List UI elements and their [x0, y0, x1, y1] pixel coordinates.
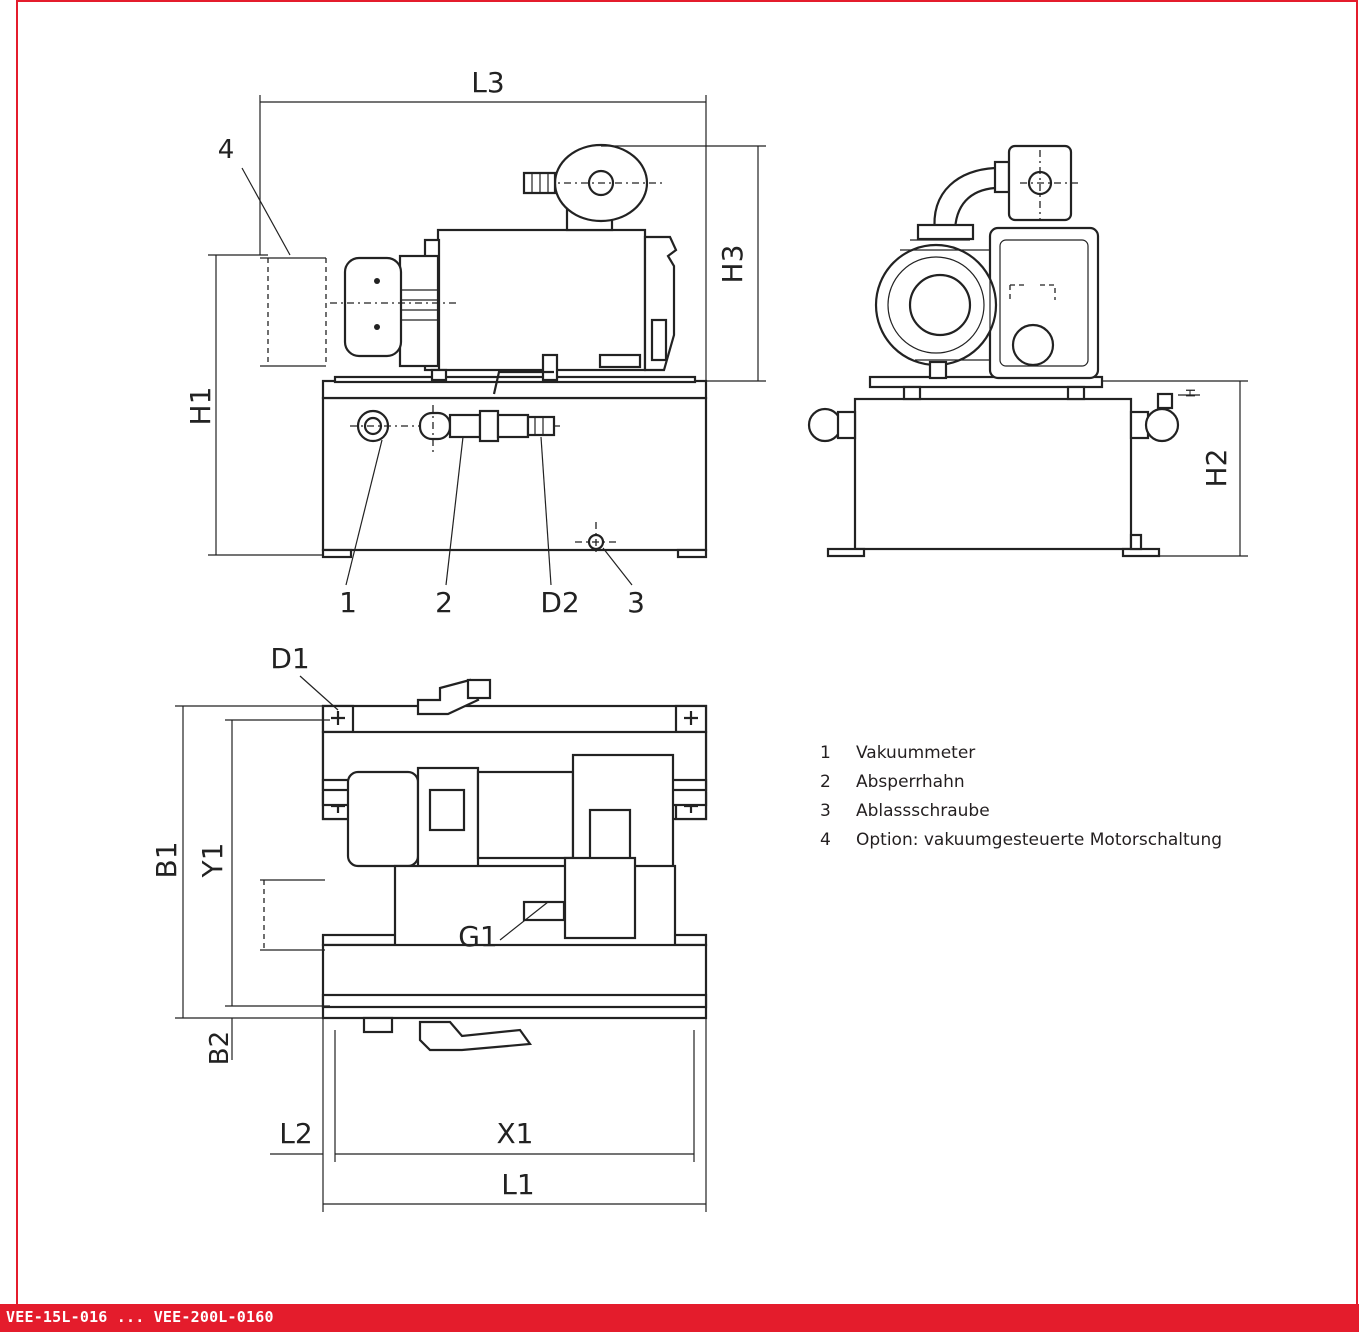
legend-item: 3 Ablassschraube	[818, 796, 1338, 825]
leader-1	[345, 439, 383, 586]
dim-label-h2: H2	[1200, 449, 1233, 488]
side-view	[807, 144, 1248, 558]
front-pump-body	[436, 228, 647, 372]
dim-label-x1: X1	[497, 1117, 534, 1150]
page-border	[16, 0, 1358, 1312]
dim-label-h3: H3	[716, 245, 749, 284]
dim-label-b1: B1	[150, 841, 183, 878]
callout-3: 3	[627, 586, 645, 619]
legend-number: 4	[820, 829, 831, 850]
callout-2: 2	[435, 586, 453, 619]
legend-number: 3	[820, 800, 831, 821]
legend-text: Option: vakuumgesteuerte Motorschaltung	[856, 829, 1223, 850]
leader-2	[445, 436, 464, 586]
leader-3	[602, 547, 633, 586]
dim-label-d1: D1	[270, 642, 309, 675]
legend: 1 Vakuummeter 2 Absperrhahn 3 Ablassschr…	[818, 738, 1338, 854]
legend-item: 4 Option: vakuumgesteuerte Motorschaltun…	[818, 825, 1338, 854]
front-view	[208, 95, 766, 586]
callout-1: 1	[339, 586, 357, 619]
dim-label-h-small: H	[1184, 388, 1198, 397]
dim-label-g1: G1	[458, 920, 498, 953]
top-view	[175, 675, 708, 1212]
legend-number: 2	[820, 771, 831, 792]
dim-label-y1: Y1	[196, 843, 229, 879]
legend-text: Absperrhahn	[856, 771, 965, 792]
legend-text: Vakuummeter	[856, 742, 976, 763]
legend-item: 2 Absperrhahn	[818, 767, 1338, 796]
footer-bar: VEE-15L-016 ... VEE-200L-0160	[0, 1304, 1359, 1332]
footer-model-range: VEE-15L-016 ... VEE-200L-0160	[6, 1308, 274, 1326]
legend-item: 1 Vakuummeter	[818, 738, 1338, 767]
callout-4: 4	[218, 135, 235, 165]
dim-label-l3: L3	[471, 66, 504, 99]
dim-label-b2: B2	[205, 1031, 235, 1065]
leader-4	[241, 167, 291, 256]
dim-label-l2: L2	[279, 1117, 312, 1150]
dim-label-d2: D2	[540, 586, 579, 619]
leader-d2	[540, 436, 552, 586]
legend-text: Ablassschraube	[856, 800, 990, 821]
dim-label-h1: H1	[184, 387, 217, 426]
dim-label-l1: L1	[501, 1168, 534, 1201]
legend-number: 1	[820, 742, 831, 763]
